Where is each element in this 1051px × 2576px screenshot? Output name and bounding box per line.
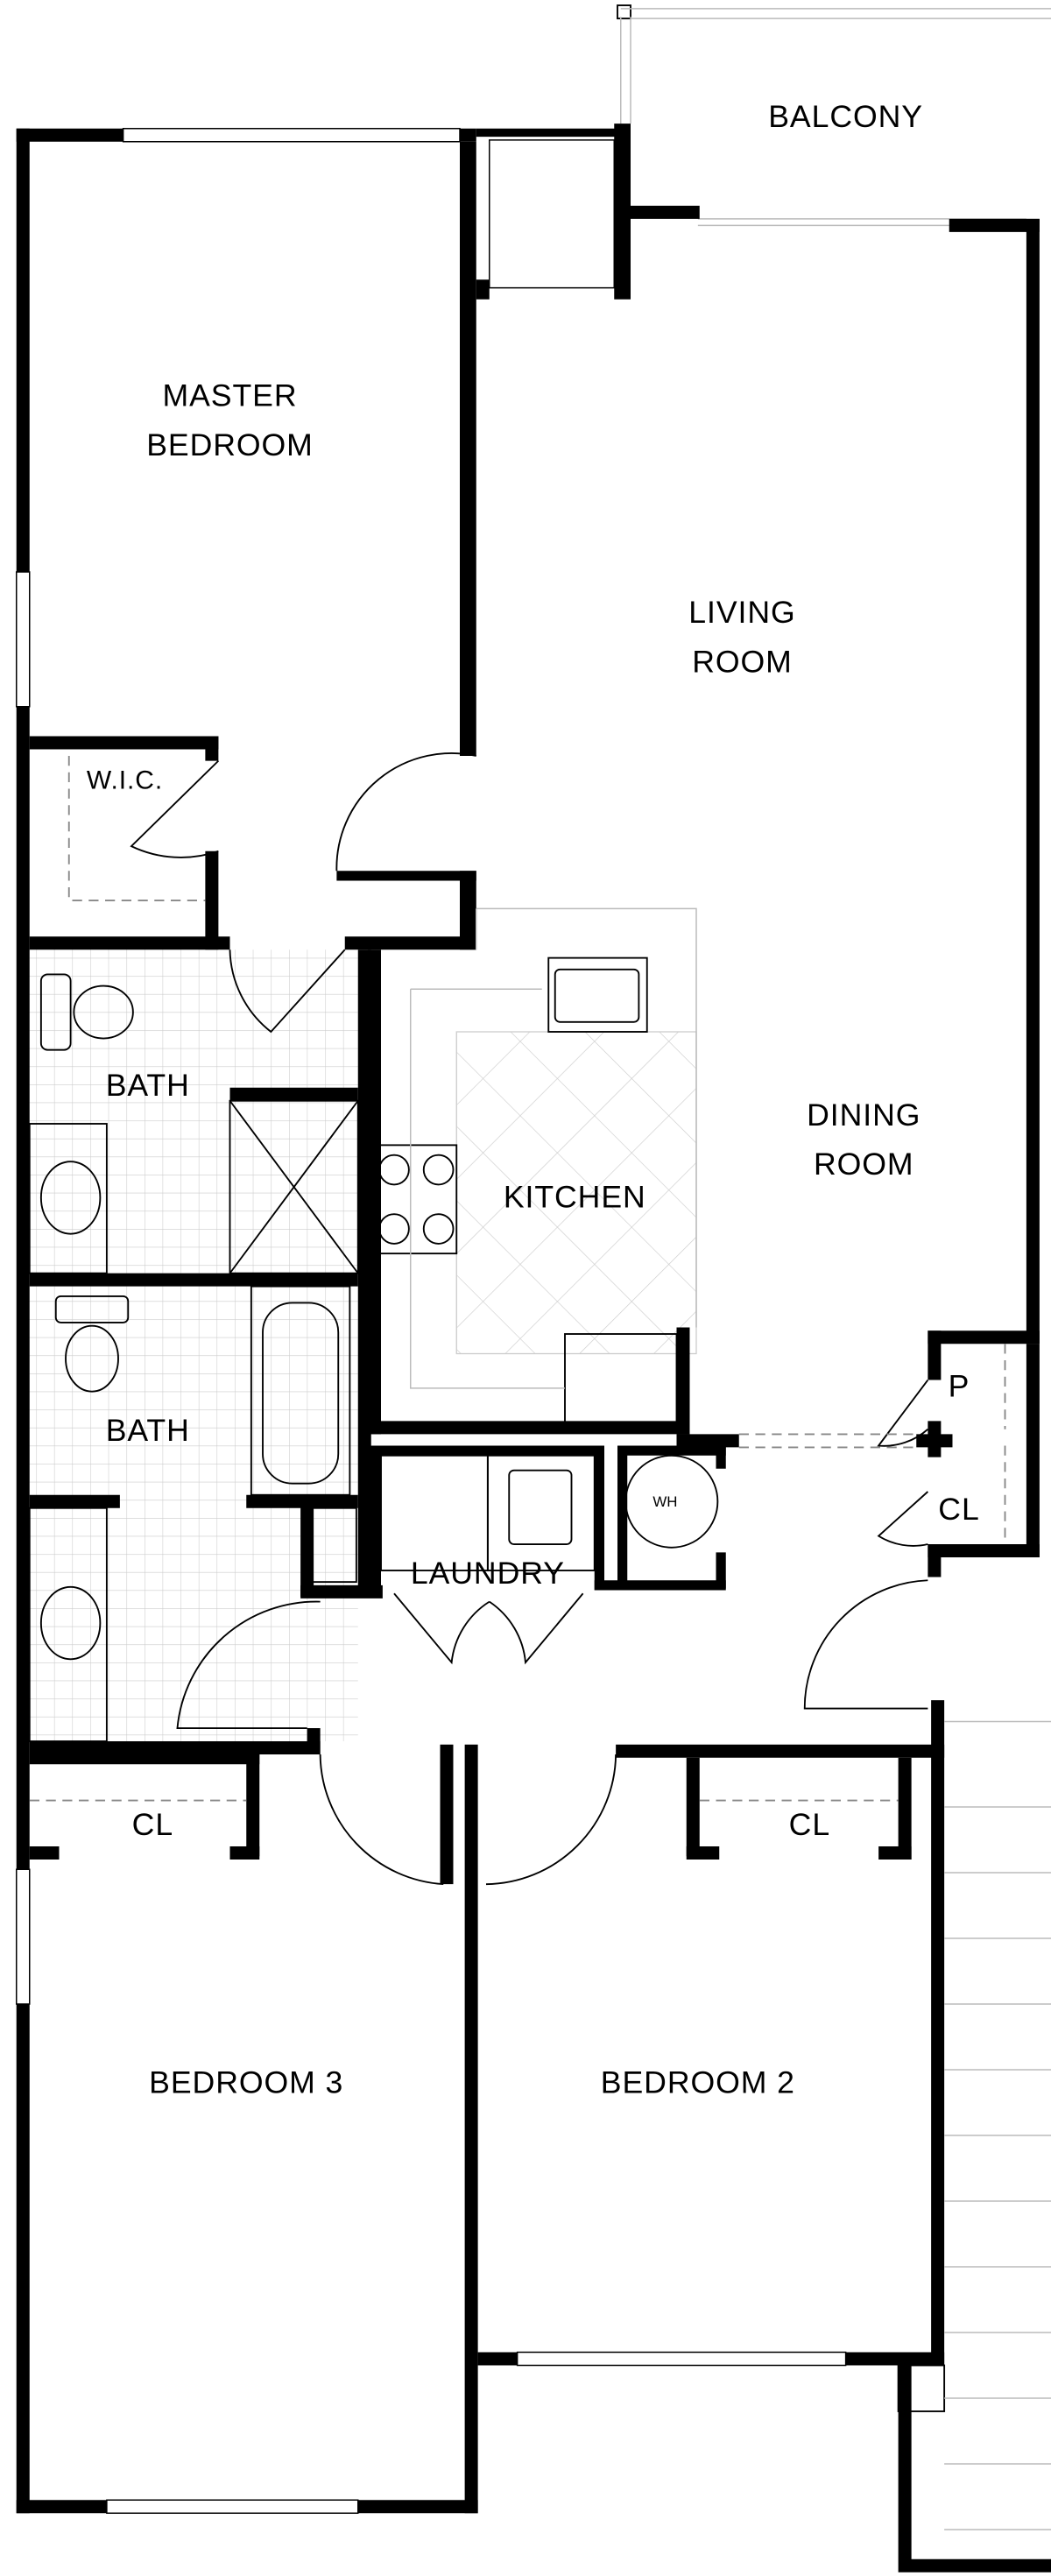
exterior-wall-bottom-right bbox=[898, 2365, 1051, 2572]
label-closet-bed2: CL bbox=[789, 1807, 830, 1842]
label-bedroom-2: BEDROOM 2 bbox=[601, 2064, 795, 2100]
label-master-2: BEDROOM bbox=[146, 427, 314, 462]
hall-dashed-header bbox=[738, 1433, 920, 1449]
label-water-heater: WH bbox=[652, 1493, 677, 1510]
label-kitchen: KITCHEN bbox=[504, 1180, 646, 1215]
label-balcony: BALCONY bbox=[768, 99, 923, 134]
stairs bbox=[944, 1720, 1051, 2530]
label-closet-bed3: CL bbox=[132, 1807, 173, 1842]
label-living-1: LIVING bbox=[688, 595, 795, 630]
label-pantry: P bbox=[949, 1368, 970, 1403]
closet-rods bbox=[29, 756, 1006, 1802]
bath-tile-floors bbox=[29, 949, 358, 1741]
label-closet-entry: CL bbox=[938, 1492, 979, 1527]
label-master-1: MASTER bbox=[162, 378, 297, 413]
label-wic: W.I.C. bbox=[87, 766, 163, 795]
label-bath-2: BATH bbox=[106, 1413, 190, 1448]
windows bbox=[16, 127, 847, 2514]
doors bbox=[130, 752, 929, 1886]
label-bath-1: BATH bbox=[106, 1068, 190, 1103]
label-laundry: LAUNDRY bbox=[411, 1556, 565, 1591]
kitchen-tile-floor bbox=[455, 1031, 697, 1355]
fixtures bbox=[28, 956, 946, 2412]
kitchen-counter-outline bbox=[410, 907, 697, 1389]
label-dining-1: DINING bbox=[807, 1097, 921, 1133]
label-dining-2: ROOM bbox=[814, 1147, 914, 1182]
room-labels: BALCONY MASTER BEDROOM LIVING ROOM W.I.C… bbox=[87, 99, 979, 2100]
label-living-2: ROOM bbox=[692, 644, 793, 679]
label-bedroom-3: BEDROOM 3 bbox=[149, 2064, 343, 2100]
